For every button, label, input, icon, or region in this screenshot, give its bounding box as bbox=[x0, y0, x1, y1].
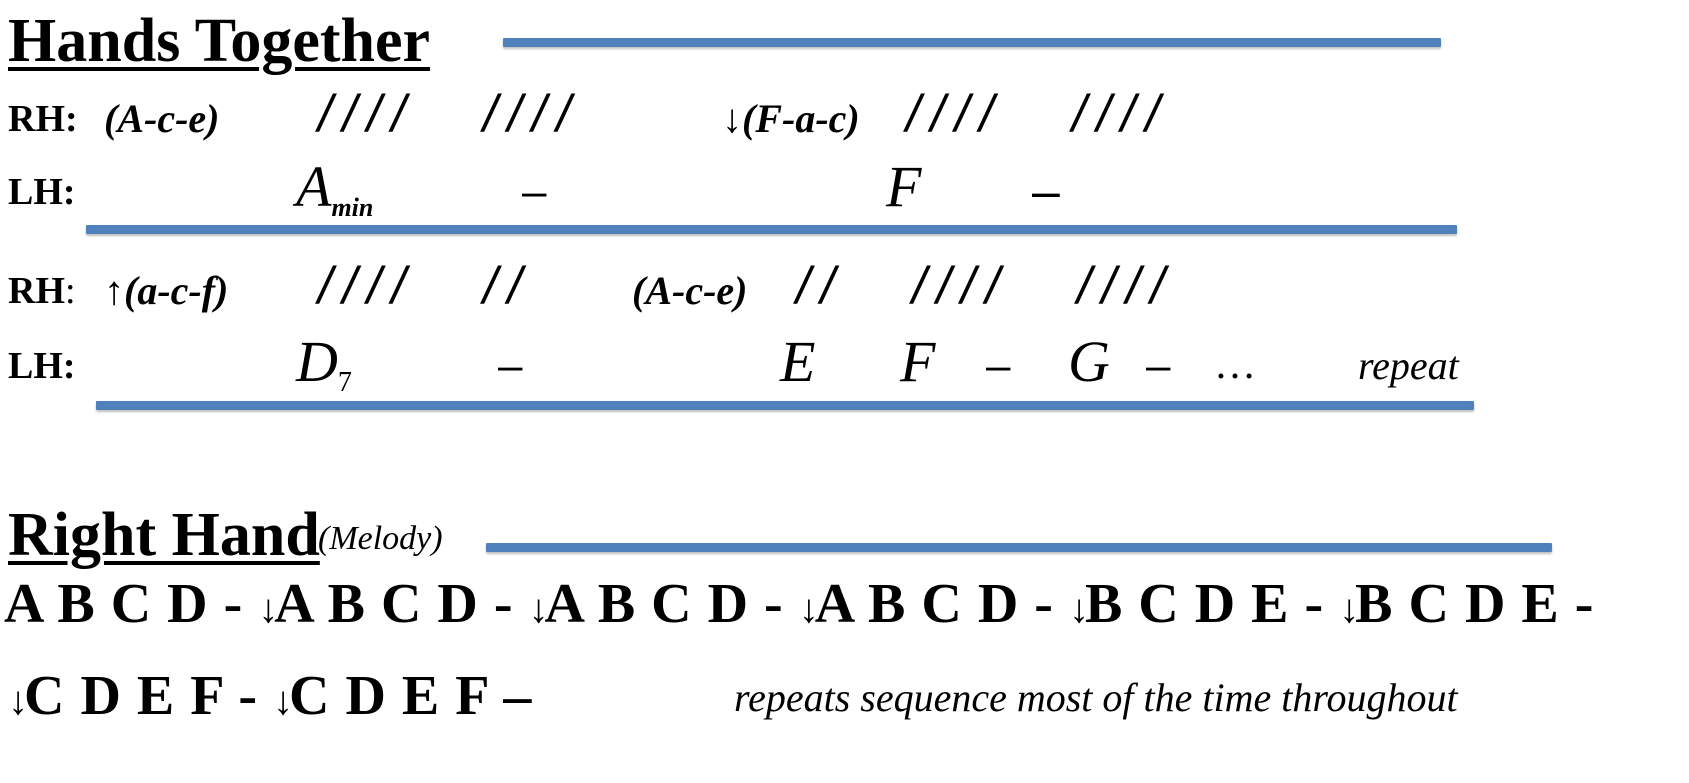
melody-group-6: ↓B C D E - bbox=[1339, 573, 1593, 635]
lh-chord-g: G bbox=[1068, 329, 1110, 394]
rh-chord-1: (A-c-e) bbox=[104, 96, 220, 141]
strum-4b: //// bbox=[912, 257, 1010, 315]
lh-dash-3: – bbox=[498, 341, 523, 390]
lh-label-2: LH: bbox=[8, 345, 76, 387]
ellipsis: … bbox=[1214, 342, 1256, 388]
lh-chord-d7-quality: 7 bbox=[337, 367, 352, 398]
right-hand-heading: Right Hand bbox=[8, 501, 320, 569]
strum-3b: // bbox=[483, 257, 532, 315]
hands-together-heading: Hands Together bbox=[8, 7, 431, 75]
melody-subtitle: (Melody) bbox=[318, 520, 443, 557]
melody-notes: A B C D - bbox=[544, 573, 783, 635]
melody-group-8: ↓C D E F – bbox=[273, 665, 531, 727]
lh-chord-amin: Amin bbox=[296, 158, 373, 221]
lh-dash-1: – bbox=[522, 167, 547, 216]
melody-group-5: ↓B C D E - bbox=[1069, 573, 1323, 635]
heading-rule-2 bbox=[486, 543, 1552, 552]
lh-chord-amin-root: A bbox=[296, 154, 332, 219]
lh-chord-f: F bbox=[886, 154, 922, 219]
melody-notes: B C D E - bbox=[1355, 573, 1594, 635]
repeat-sequence-note: repeats sequence most of the time throug… bbox=[734, 675, 1458, 720]
melody-line-2: ↓C D E F - ↓C D E F – bbox=[8, 668, 531, 724]
rh-chord-2: (F-a-c) bbox=[742, 96, 860, 141]
rh-label-2: RH: bbox=[8, 272, 76, 310]
row-rule-1 bbox=[86, 225, 1457, 234]
lh-chord-amin-quality: min bbox=[331, 193, 374, 222]
down-arrow-icon: ↓ bbox=[1068, 586, 1089, 631]
up-arrow-icon: ↑ bbox=[104, 268, 124, 313]
melody-notes: A B C D - bbox=[4, 573, 243, 635]
heading-rule-1 bbox=[503, 38, 1441, 47]
repeat-note: repeat bbox=[1358, 343, 1459, 388]
down-arrow-icon: ↓ bbox=[798, 586, 819, 631]
lh-dash-4: – bbox=[986, 341, 1011, 390]
strum-3a: //// bbox=[318, 257, 416, 315]
rh-chord-4: (A-c-e) bbox=[632, 268, 748, 313]
rh-label-2-colon: : bbox=[65, 270, 76, 312]
lh-chord-e: E bbox=[780, 329, 816, 394]
melody-line-1: A B C D - ↓A B C D - ↓A B C D - ↓A B C D… bbox=[4, 573, 1593, 635]
melody-notes: A B C D - bbox=[814, 573, 1053, 635]
lh-label-1: LH: bbox=[8, 171, 76, 213]
down-arrow-icon: ↓ bbox=[273, 678, 294, 723]
down-arrow-icon: ↓ bbox=[528, 586, 549, 631]
down-arrow-icon: ↓ bbox=[8, 678, 28, 723]
melody-group-4: ↓A B C D - bbox=[799, 573, 1053, 635]
lh-chord-d7-root: D bbox=[296, 329, 338, 394]
lh-chord-d7: D7 bbox=[296, 333, 352, 397]
melody-group-3: ↓A B C D - bbox=[528, 573, 782, 635]
rh-chord-3: (a-c-f) bbox=[124, 268, 229, 313]
melody-group-7: ↓C D E F - bbox=[8, 665, 257, 727]
strum-4a: // bbox=[796, 257, 845, 315]
down-arrow-icon: ↓ bbox=[258, 586, 279, 631]
melody-notes: C D E F - bbox=[24, 665, 258, 727]
melody-notes: B C D E - bbox=[1084, 573, 1324, 635]
lh-dash-5: – bbox=[1146, 341, 1171, 390]
melody-group-2: ↓A B C D - bbox=[258, 573, 512, 635]
rh-label-1: RH: bbox=[8, 98, 78, 140]
down-arrow-icon: ↓ bbox=[722, 96, 742, 141]
strum-2a: //// bbox=[906, 85, 1004, 143]
rh-chord-2-group: ↓(F-a-c) bbox=[722, 99, 860, 139]
melody-notes: C D E F – bbox=[289, 665, 532, 727]
strum-4c: //// bbox=[1077, 257, 1175, 315]
melody-group-1: A B C D - bbox=[4, 573, 242, 635]
down-arrow-icon: ↓ bbox=[1339, 586, 1360, 631]
melody-notes: A B C D - bbox=[274, 573, 513, 635]
strum-1a: //// bbox=[318, 85, 416, 143]
row-rule-2 bbox=[96, 401, 1474, 410]
lh-dash-2: – bbox=[1032, 163, 1060, 219]
strum-1b: //// bbox=[483, 85, 581, 143]
rh-label-2-text: RH bbox=[8, 270, 65, 312]
rh-chord-3-group: ↑(a-c-f) bbox=[104, 271, 228, 311]
strum-2b: //// bbox=[1072, 85, 1170, 143]
lh-chord-f-2: F bbox=[900, 329, 936, 394]
